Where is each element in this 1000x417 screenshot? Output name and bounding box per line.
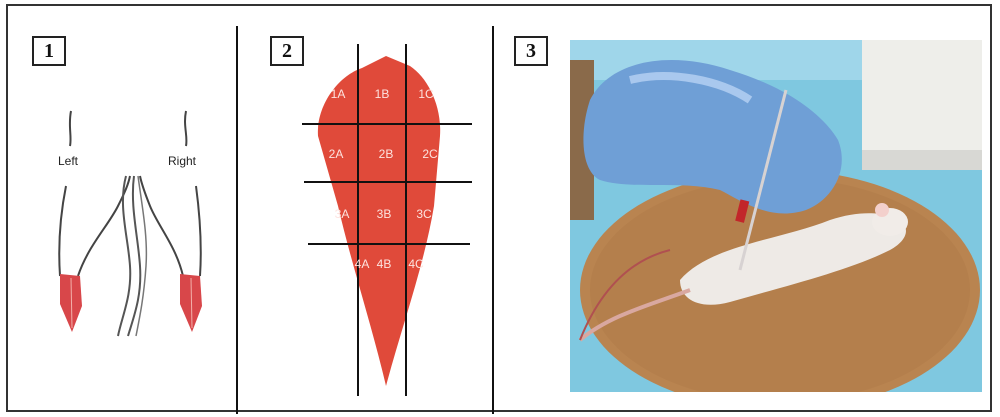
region-2C: 2C <box>422 147 438 161</box>
mouse-ear <box>875 203 889 217</box>
divider-1 <box>236 26 238 414</box>
panel-2-muscle-grid: 1A 1B 1C 2A 2B 2C 3A 3B 3C 4A 4B 4C <box>302 26 482 406</box>
right-limb-outline-outer <box>196 186 201 276</box>
muscle-region <box>318 56 440 386</box>
left-label: Left <box>58 154 78 168</box>
region-4A: 4A <box>355 257 370 271</box>
left-limb-outline-outer <box>59 186 66 276</box>
right-label: Right <box>168 154 196 168</box>
tail-outline-c <box>136 176 146 336</box>
left-limb-outline-inner <box>78 176 130 276</box>
panel-3-number: 3 <box>514 36 548 66</box>
left-leg-outline <box>70 111 71 146</box>
equipment-box-shadow <box>862 150 982 170</box>
panel-1-number: 1 <box>32 36 66 66</box>
panel-2-number: 2 <box>270 36 304 66</box>
region-1B: 1B <box>375 87 390 101</box>
figure-frame: 1 Left Right 2 1A 1B 1C 2A 2B 2C 3A <box>6 4 992 412</box>
region-1A: 1A <box>331 87 346 101</box>
region-2B: 2B <box>379 147 394 161</box>
region-4C: 4C <box>408 257 424 271</box>
panel-3-photo <box>570 40 982 392</box>
region-3B: 3B <box>377 207 392 221</box>
region-3A: 3A <box>335 207 350 221</box>
panel-1-hindlimb-diagram <box>38 96 238 396</box>
region-4B: 4B <box>377 257 392 271</box>
region-1C: 1C <box>418 87 434 101</box>
region-2A: 2A <box>329 147 344 161</box>
divider-2 <box>492 26 494 414</box>
right-leg-outline <box>185 111 186 146</box>
region-3C: 3C <box>416 207 432 221</box>
